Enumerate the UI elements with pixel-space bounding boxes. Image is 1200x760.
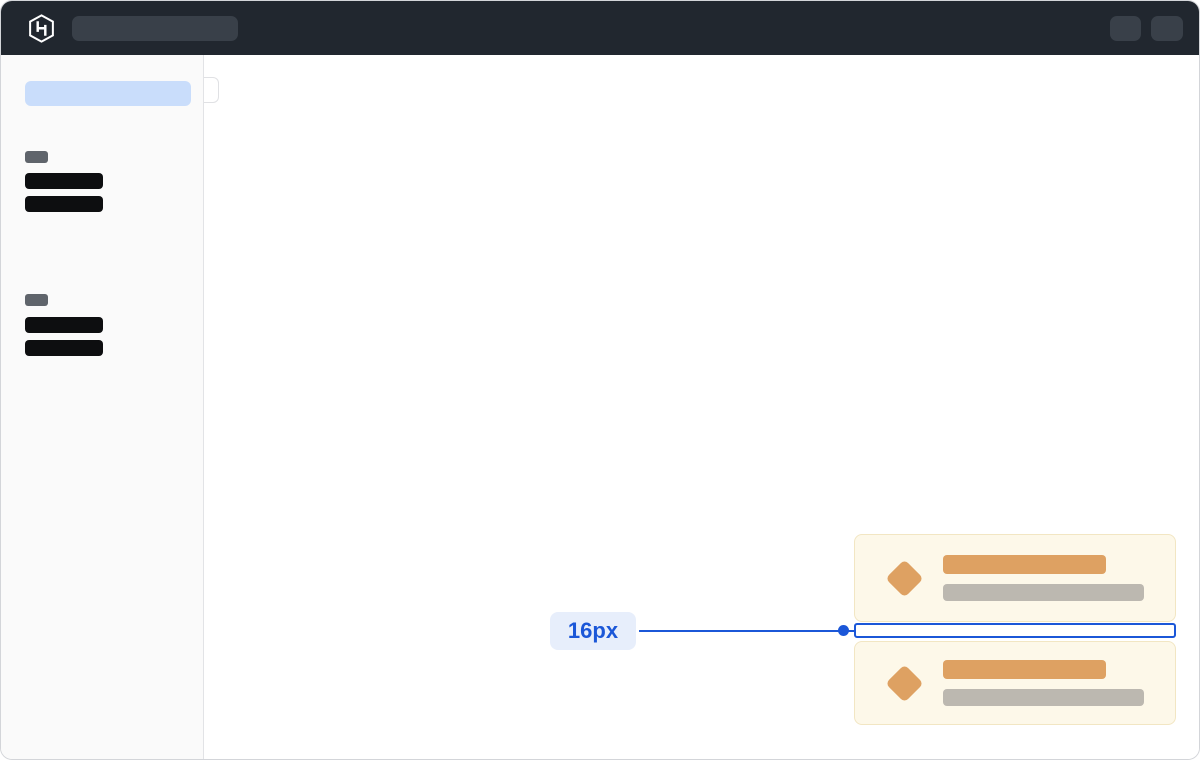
sidebar-item-skeleton[interactable] <box>25 196 103 212</box>
card-text-skeletons <box>943 660 1144 706</box>
sidebar-item-skeleton[interactable] <box>25 317 103 333</box>
gap-measurement-label: 16px <box>550 612 636 650</box>
card-subtitle-skeleton <box>943 584 1144 601</box>
sidebar-item-skeleton[interactable] <box>25 340 103 356</box>
card-subtitle-skeleton <box>943 689 1144 706</box>
sidebar-active-item-skeleton[interactable] <box>25 81 191 106</box>
card-text-skeletons <box>943 555 1144 601</box>
diamond-icon <box>884 663 924 703</box>
header-action-skeleton[interactable] <box>1110 15 1141 41</box>
sidebar <box>1 55 204 759</box>
card-title-skeleton <box>943 660 1106 679</box>
app-header <box>1 1 1199 55</box>
sidebar-item-skeleton[interactable] <box>25 173 103 189</box>
search-input-skeleton[interactable] <box>72 15 238 41</box>
header-action-skeleton[interactable] <box>1151 15 1183 41</box>
card-title-skeleton <box>943 555 1106 574</box>
measurement-dot <box>838 625 849 636</box>
card[interactable] <box>854 534 1176 622</box>
header-actions <box>1110 15 1183 41</box>
gap-highlight-box <box>854 623 1176 638</box>
card[interactable] <box>854 641 1176 725</box>
sidebar-section-label-skeleton <box>25 151 48 163</box>
hashicorp-logo-icon[interactable] <box>28 13 55 43</box>
sidebar-toggle-handle[interactable] <box>204 77 219 103</box>
diamond-icon <box>884 558 924 598</box>
sidebar-section-label-skeleton <box>25 294 48 306</box>
measurement-line <box>639 630 854 632</box>
